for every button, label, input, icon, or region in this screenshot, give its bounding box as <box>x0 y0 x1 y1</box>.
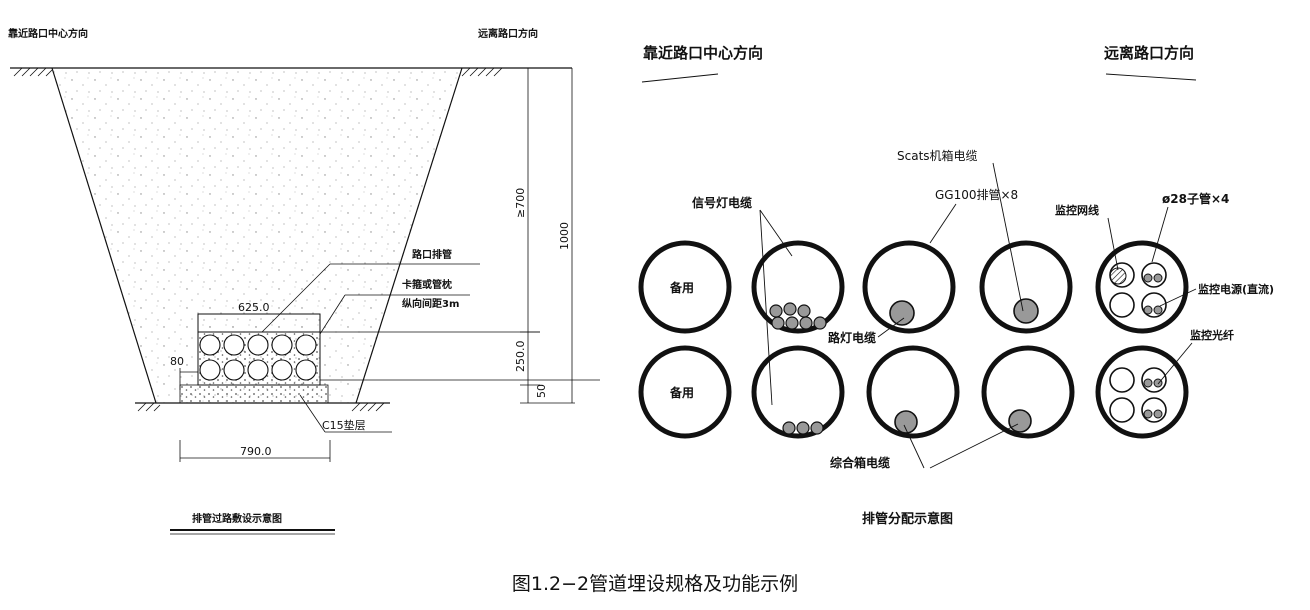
dim-1000: 1000 <box>558 222 571 250</box>
pipe-circles <box>638 240 1189 439</box>
spare-label-2: 备用 <box>669 385 694 400</box>
ground-hatch-left <box>13 67 53 77</box>
bottom-hatch <box>137 402 385 412</box>
pipe-allocation: 靠近路口中心方向 远离路口方向 备用 备用 <box>638 44 1274 527</box>
signal-cable-bundle-bottom <box>782 421 824 435</box>
scats-label: Scats机箱电缆 <box>897 148 978 163</box>
vertical-dimensions <box>320 67 600 404</box>
base-label: C15垫层 <box>322 418 366 432</box>
pipe-grid <box>199 334 317 381</box>
left-toward-center-label: 靠近路口中心方向 <box>8 27 88 40</box>
dim-left-80: 80 <box>170 355 184 368</box>
dim-ge700: ≥700 <box>514 188 527 218</box>
dim-250: 250.0 <box>514 341 527 373</box>
left-away-center-label: 远离路口方向 <box>478 27 538 40</box>
pipe-block-cover <box>197 313 321 333</box>
monitor-net-label: 监控网线 <box>1055 203 1099 217</box>
street-light-label: 路灯电缆 <box>828 330 876 345</box>
figure-caption: 图1.2−2管道埋设规格及功能示例 <box>512 573 798 595</box>
pipe-label: 路口排管 <box>412 248 452 261</box>
signal-label: 信号灯电缆 <box>692 195 752 210</box>
trench-wall-right <box>355 67 463 404</box>
combo-label: 综合箱电缆 <box>830 455 890 470</box>
left-title: 排管过路敷设示意图 <box>192 512 282 525</box>
signal-cable-bundle-top <box>769 302 827 330</box>
spare-label-1: 备用 <box>669 280 694 295</box>
monitor-net-cable <box>1109 267 1127 285</box>
backfill-soil <box>52 68 462 403</box>
c15-bedding <box>179 384 329 404</box>
clamp-label-1: 卡箍或管枕 <box>402 278 452 291</box>
dim-top-width: 625.0 <box>238 301 270 314</box>
ground-hatch-right <box>461 67 503 77</box>
trench-section: 靠近路口中心方向 远离路口方向 625.0 <box>8 27 600 535</box>
monitor-power-cables <box>1143 273 1163 315</box>
dim-bottom-width: 790.0 <box>240 445 272 458</box>
right-toward-center-label: 靠近路口中心方向 <box>643 44 763 62</box>
subpipe-label: ø28子管×4 <box>1162 191 1229 206</box>
right-away-center-label: 远离路口方向 <box>1104 44 1194 62</box>
dim-50: 50 <box>535 384 548 398</box>
gg100-label: GG100排管×8 <box>935 187 1018 202</box>
clamp-label-2: 纵向间距3m <box>402 297 459 310</box>
monitor-fiber-label: 监控光纤 <box>1190 328 1234 342</box>
monitor-power-label: 监控电源(直流) <box>1198 282 1274 296</box>
single-cables <box>889 298 1039 434</box>
trench-wall-left <box>51 67 157 404</box>
right-title: 排管分配示意图 <box>862 511 953 527</box>
